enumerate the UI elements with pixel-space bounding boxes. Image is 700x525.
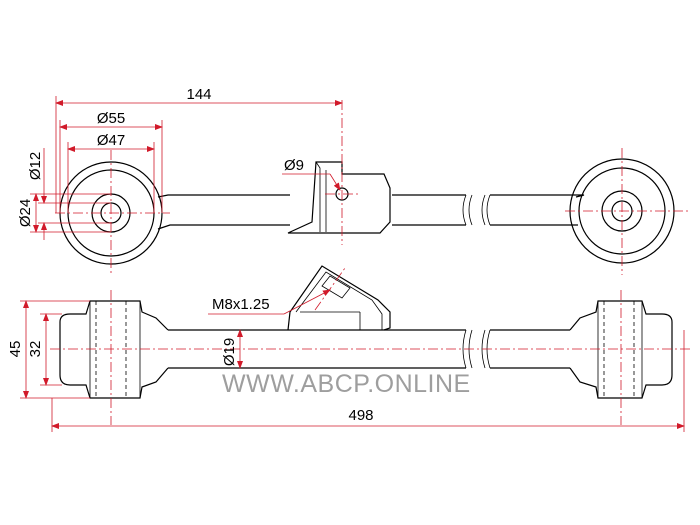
centerline-bolt xyxy=(314,267,346,311)
dim-d24-label: Ø24 xyxy=(17,199,34,227)
bracket-side xyxy=(287,265,391,331)
dimension-d9: Ø9 xyxy=(282,157,341,191)
dimension-d12: Ø12 xyxy=(27,148,111,240)
rod-top xyxy=(157,194,585,230)
dim-32-label: 32 xyxy=(27,341,44,358)
rod-side xyxy=(168,329,570,369)
dim-m8-label: M8x1.25 xyxy=(212,296,270,313)
dimension-d19: Ø19 xyxy=(221,329,243,369)
dim-498-label: 498 xyxy=(348,407,373,424)
bracket-top xyxy=(287,161,391,234)
dimension-d24: Ø24 xyxy=(17,193,111,233)
dimension-m8: M8x1.25 xyxy=(208,289,331,315)
dim-d9-label: Ø9 xyxy=(284,157,304,174)
dim-144-label: 144 xyxy=(186,86,211,103)
side-view: M8x1.25 Ø19 45 32 498 xyxy=(7,265,690,432)
dimension-32: 32 xyxy=(27,313,62,386)
dimension-d55: Ø55 xyxy=(59,110,163,213)
dimension-d47: Ø47 xyxy=(67,132,155,213)
dim-d55-label: Ø55 xyxy=(97,110,125,127)
left-eye-side xyxy=(59,300,169,399)
right-eye-side xyxy=(569,300,673,399)
dimension-45: 45 xyxy=(7,300,90,399)
dim-d47-label: Ø47 xyxy=(97,132,125,149)
dimension-498: 498 xyxy=(51,330,685,432)
top-view: 144 Ø55 Ø47 Ø12 Ø2 xyxy=(17,86,690,275)
watermark: WWW.ABCP.ONLINE xyxy=(222,370,471,398)
dim-d19-label: Ø19 xyxy=(221,338,238,366)
dim-d12-label: Ø12 xyxy=(27,152,44,180)
dim-45-label: 45 xyxy=(7,341,24,358)
dimension-144: 144 xyxy=(55,86,343,213)
